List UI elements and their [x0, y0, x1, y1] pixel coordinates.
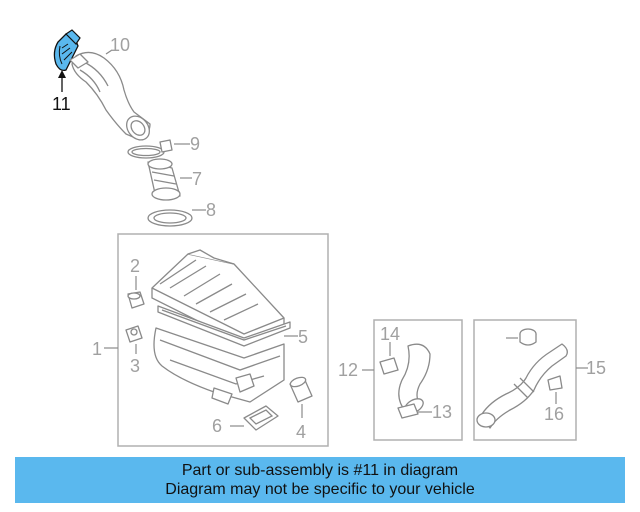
part-5-filter[interactable] [157, 305, 291, 347]
part-14-clip[interactable] [379, 357, 399, 375]
part-17-cap[interactable] [519, 328, 537, 346]
part-10-intake-duct[interactable] [69, 51, 154, 144]
part-3-grommet[interactable] [125, 325, 143, 343]
callout-3[interactable]: 3 [130, 356, 140, 376]
callout-12[interactable]: 12 [338, 360, 358, 380]
part-16-clip[interactable] [547, 375, 563, 391]
callout-5[interactable]: 5 [298, 327, 308, 347]
callout-15[interactable]: 15 [586, 358, 606, 378]
part-15-intake-hose[interactable] [476, 343, 568, 429]
assembly-12-box [373, 319, 463, 441]
callout-6[interactable]: 6 [212, 416, 222, 436]
part-6-seal[interactable] [243, 405, 279, 431]
info-banner: Part or sub-assembly is #11 in diagram D… [15, 457, 625, 503]
leader-10 [105, 49, 113, 55]
part-4-hose[interactable] [289, 376, 313, 403]
banner-line-2: Diagram may not be specific to your vehi… [165, 481, 475, 498]
part-8-gasket[interactable] [147, 209, 193, 227]
callout-16[interactable]: 16 [544, 404, 564, 424]
callout-7[interactable]: 7 [192, 169, 202, 189]
callout-14[interactable]: 14 [380, 324, 400, 344]
callout-10[interactable]: 10 [110, 35, 130, 55]
part-9-clamp[interactable] [127, 139, 173, 159]
callout-2[interactable]: 2 [130, 256, 140, 276]
part-11-clamp[interactable] [53, 29, 81, 72]
banner-line-1: Part or sub-assembly is #11 in diagram [181, 462, 459, 479]
assembly-15-box [473, 319, 577, 441]
part-7-sensor[interactable] [147, 158, 181, 201]
callout-9[interactable]: 9 [190, 134, 200, 154]
part-2-grommet[interactable] [127, 291, 145, 309]
air-cleaner-cover[interactable] [151, 249, 285, 345]
air-cleaner-housing[interactable] [153, 327, 285, 405]
callout-8[interactable]: 8 [206, 200, 216, 220]
part-13-clip[interactable] [397, 403, 419, 419]
callout-4[interactable]: 4 [296, 422, 306, 442]
callout-1[interactable]: 1 [92, 339, 102, 359]
callout-11[interactable]: 11 [52, 94, 71, 114]
assembly-1-box [117, 233, 329, 447]
arrow-11 [58, 70, 66, 78]
callout-13[interactable]: 13 [432, 402, 452, 422]
